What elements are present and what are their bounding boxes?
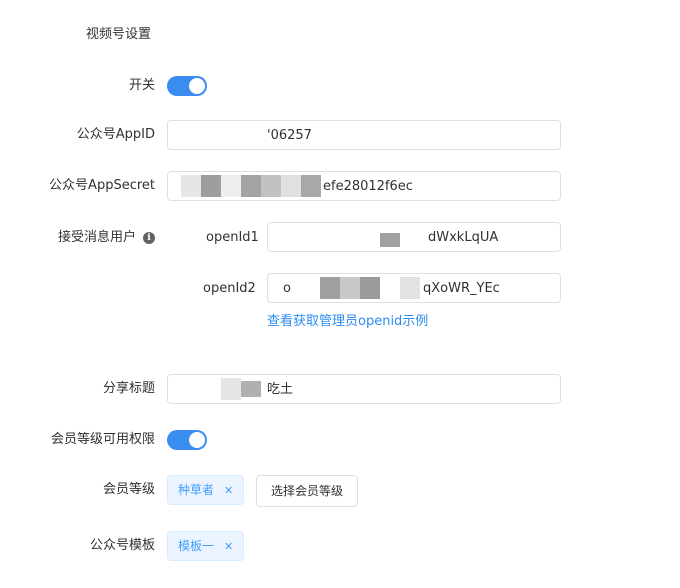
appid-input[interactable]: '06257 [167,120,561,150]
openid1-input[interactable]: dWxkLqUA [267,222,561,252]
redaction-block [241,175,261,197]
appid-value: '06257 [267,128,312,143]
redaction-block [221,175,241,197]
redaction-block [380,233,400,247]
select-member-level-button[interactable]: 选择会员等级 [256,475,358,507]
redaction-block [221,378,241,400]
openid2-prefix: o [283,281,291,296]
close-icon[interactable]: ✕ [224,540,234,553]
info-icon[interactable]: i [143,232,155,244]
redaction-block [201,175,221,197]
openid-example-link[interactable]: 查看获取管理员openid示例 [267,314,429,329]
openid1-label: openId1 [206,230,259,245]
appsecret-input[interactable]: efe28012f6ec [167,171,561,201]
appsecret-label: 公众号AppSecret [49,178,155,193]
appid-label: 公众号AppID [76,127,155,142]
openid1-value: dWxkLqUA [428,230,499,245]
template-tag: 模板一 ✕ [167,531,245,561]
redaction-block [340,277,360,299]
appsecret-value: efe28012f6ec [323,179,413,194]
share-title-value: 吃土 [267,382,294,397]
redaction-block [320,277,340,299]
redaction-block [261,175,281,197]
redaction-block [241,381,261,397]
redaction-block [360,277,380,299]
switch-knob [189,432,205,448]
section-title: 视频号设置 [86,27,152,42]
channel-switch[interactable] [167,76,207,96]
member-level-tag-label: 种草者 [178,483,215,497]
member-permission-switch[interactable] [167,430,207,450]
share-title-label: 分享标题 [102,381,155,396]
redaction-block [400,277,420,299]
switch-knob [189,78,205,94]
member-level-label: 会员等级 [102,482,155,497]
template-label: 公众号模板 [89,538,155,553]
close-icon[interactable]: ✕ [224,484,234,497]
openid2-label: openId2 [203,281,256,296]
redaction-block [281,175,301,197]
member-permission-label: 会员等级可用权限 [50,432,155,447]
switch-label: 开关 [128,78,155,93]
redaction-block [301,175,321,197]
receivers-label: 接受消息用户 [57,230,136,245]
template-tag-label: 模板一 [178,539,215,553]
member-level-tag: 种草者 ✕ [167,475,245,505]
openid2-input[interactable]: o qXoWR_YEc [267,273,561,303]
redaction-block [181,175,201,197]
openid2-value: qXoWR_YEc [423,281,500,296]
share-title-input[interactable]: 吃土 [167,374,561,404]
